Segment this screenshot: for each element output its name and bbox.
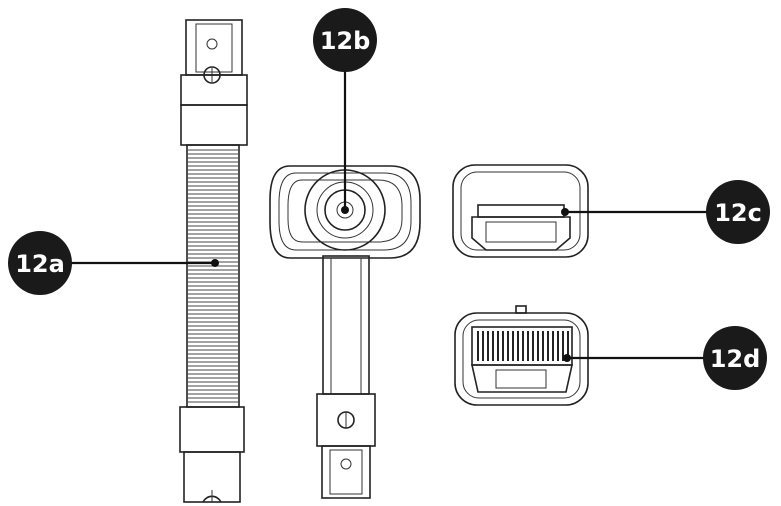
nozzle-c-slot bbox=[477, 204, 565, 218]
callout-12d: 12d bbox=[703, 326, 767, 390]
hose-corrugated-body bbox=[186, 144, 240, 408]
callout-12c-label: 12c bbox=[714, 199, 762, 227]
callout-12a-label: 12a bbox=[15, 250, 65, 278]
hose-top-cuff bbox=[180, 104, 248, 146]
part-12d-brush-nozzle bbox=[454, 305, 589, 406]
callout-12b: 12b bbox=[313, 8, 377, 72]
tool-stem bbox=[322, 255, 370, 395]
callout-12a-badge bbox=[8, 231, 72, 295]
callout-12b-label: 12b bbox=[320, 27, 371, 55]
callout-12c: 12c bbox=[706, 180, 770, 244]
callout-12d-label: 12d bbox=[710, 345, 761, 373]
tool-head-outer bbox=[269, 165, 421, 259]
callout-12c-badge bbox=[706, 180, 770, 244]
callout-12a: 12a bbox=[8, 231, 72, 295]
hose-bottom-cuff bbox=[179, 406, 245, 453]
part-12b-tool bbox=[269, 165, 421, 499]
part-12c-nozzle bbox=[452, 164, 589, 258]
callout-12b-badge bbox=[313, 8, 377, 72]
callout-12d-badge bbox=[703, 326, 767, 390]
